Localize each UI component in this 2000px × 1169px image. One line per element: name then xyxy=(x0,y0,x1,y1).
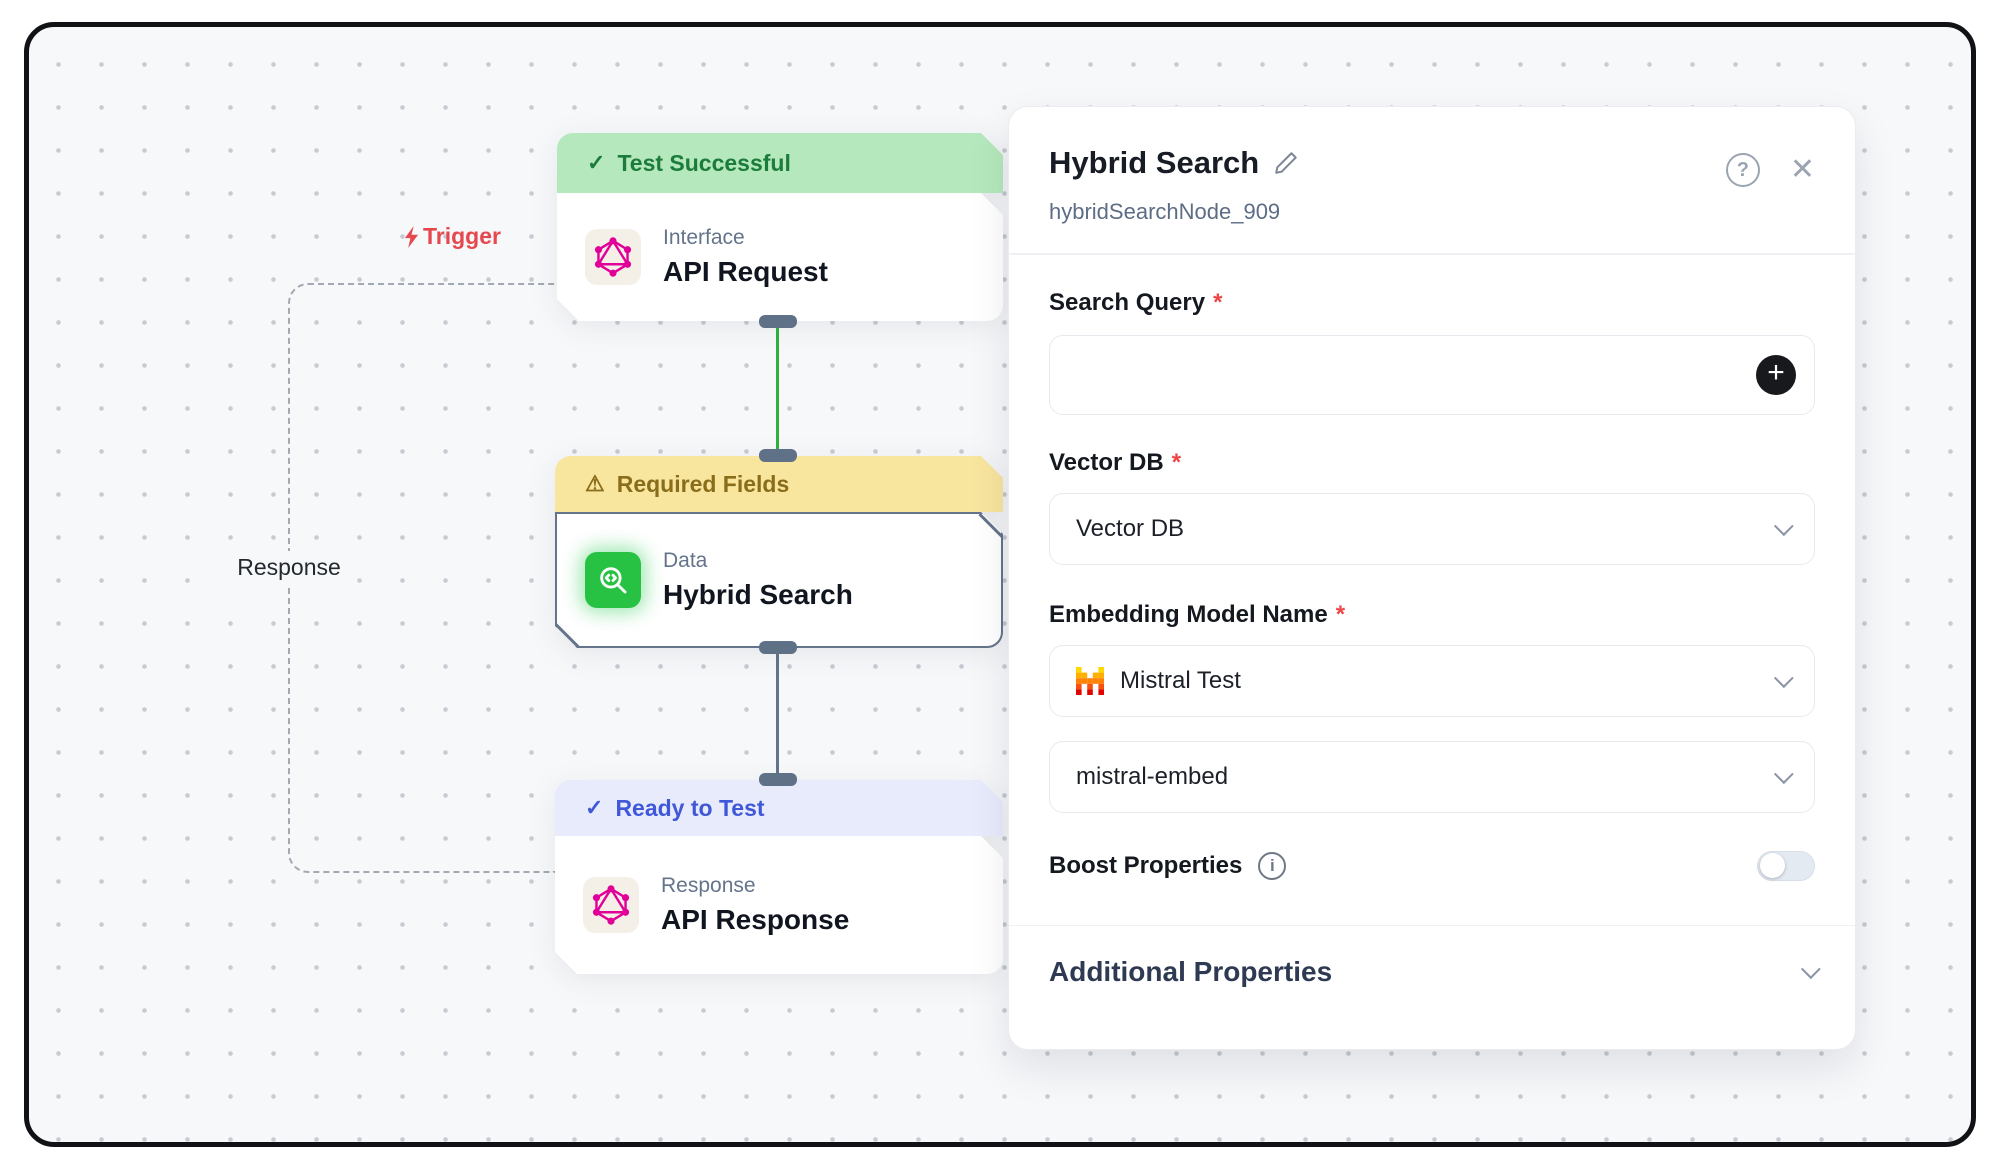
node-hybrid-search-status-banner: ⚠ Required Fields xyxy=(555,456,1003,512)
toggle-knob xyxy=(1760,853,1785,878)
node-title: API Response xyxy=(661,904,850,935)
chevron-down-icon xyxy=(1773,763,1794,784)
chevron-down-icon xyxy=(1773,667,1794,688)
trigger-label: Trigger xyxy=(403,223,501,250)
node-api-request-status-banner: ✓ Test Successful xyxy=(557,133,1003,193)
required-marker: * xyxy=(1171,448,1182,476)
embedding-model-select[interactable]: Mistral Test xyxy=(1049,644,1815,717)
warning-icon: ⚠ xyxy=(585,471,605,496)
node-title: Hybrid Search xyxy=(663,579,853,610)
info-icon[interactable]: i xyxy=(1258,851,1287,880)
status-text: Required Fields xyxy=(616,470,790,497)
boost-properties-row: Boost Properties i xyxy=(1049,850,1815,881)
graphql-icon xyxy=(583,877,639,933)
node-title: API Request xyxy=(663,256,828,287)
search-query-input[interactable]: + xyxy=(1049,334,1815,415)
additional-properties-label: Additional Properties xyxy=(1049,956,1333,987)
panel-node-id: hybridSearchNode_909 xyxy=(1049,199,1281,224)
required-marker: * xyxy=(1213,288,1223,316)
boost-properties-label: Boost Properties xyxy=(1049,851,1243,879)
embedding-variant-select[interactable]: mistral-embed xyxy=(1049,740,1815,813)
vector-db-label: Vector DB* xyxy=(1049,448,1182,476)
api-request-output-handle[interactable] xyxy=(759,315,797,328)
additional-properties-row[interactable]: Additional Properties xyxy=(1049,956,1821,988)
workflow-canvas[interactable]: Trigger Response ✓ Test Successful xyxy=(24,22,1976,1147)
edit-pencil-icon[interactable] xyxy=(1273,150,1299,176)
edge-api-request-to-hybrid-search xyxy=(776,321,779,456)
add-variable-button[interactable]: + xyxy=(1756,354,1796,395)
required-marker: * xyxy=(1335,600,1346,628)
embedding-model-label: Embedding Model Name* xyxy=(1049,600,1346,628)
response-edge-label: Response xyxy=(225,551,353,584)
embedding-model-value: Mistral Test xyxy=(1120,666,1241,694)
node-category: Response xyxy=(661,874,756,897)
trigger-label-text: Trigger xyxy=(423,223,501,249)
help-icon[interactable]: ? xyxy=(1725,153,1760,187)
node-api-response-card[interactable]: Response API Response xyxy=(555,836,1003,974)
node-api-request-card[interactable]: Interface API Request xyxy=(557,193,1003,321)
section-divider xyxy=(1009,924,1855,926)
node-category: Interface xyxy=(663,226,745,249)
mistral-logo-icon xyxy=(1076,666,1104,695)
status-text: Ready to Test xyxy=(615,794,765,821)
node-hybrid-search[interactable]: ⚠ Required Fields Data Hybrid Search xyxy=(555,456,1003,648)
hybrid-search-input-handle[interactable] xyxy=(759,449,797,462)
hybrid-search-output-handle[interactable] xyxy=(759,641,797,654)
node-api-response[interactable]: ✓ Ready to Test xyxy=(555,780,1003,974)
edge-hybrid-search-to-api-response xyxy=(776,648,779,780)
chevron-down-icon xyxy=(1800,959,1821,980)
chamfer-stroke xyxy=(555,623,579,647)
vector-db-value: Vector DB xyxy=(1076,514,1185,542)
panel-title: Hybrid Search xyxy=(1049,145,1260,180)
node-api-request[interactable]: ✓ Test Successful xyxy=(557,133,1003,321)
chamfer-stroke xyxy=(979,513,1003,537)
check-icon: ✓ xyxy=(587,150,606,175)
embedding-variant-value: mistral-embed xyxy=(1076,762,1229,790)
chevron-down-icon xyxy=(1773,515,1794,536)
node-api-response-status-banner: ✓ Ready to Test xyxy=(555,780,1003,836)
header-divider xyxy=(1009,253,1855,255)
lightning-bolt-icon xyxy=(404,225,419,248)
node-config-panel: Hybrid Search ? ✕ hybridSearchNode_909 S… xyxy=(1008,106,1856,1050)
node-category: Data xyxy=(663,549,708,572)
graphql-icon xyxy=(585,229,641,285)
vector-db-select[interactable]: Vector DB xyxy=(1049,492,1815,565)
node-hybrid-search-card[interactable]: Data Hybrid Search xyxy=(555,512,1003,648)
api-response-input-handle[interactable] xyxy=(759,773,797,786)
search-query-label: Search Query* xyxy=(1049,288,1223,316)
hybrid-search-icon xyxy=(585,552,641,608)
check-icon: ✓ xyxy=(585,795,604,820)
status-text: Test Successful xyxy=(617,149,791,176)
close-icon[interactable]: ✕ xyxy=(1789,153,1815,186)
boost-properties-toggle[interactable] xyxy=(1757,850,1815,881)
